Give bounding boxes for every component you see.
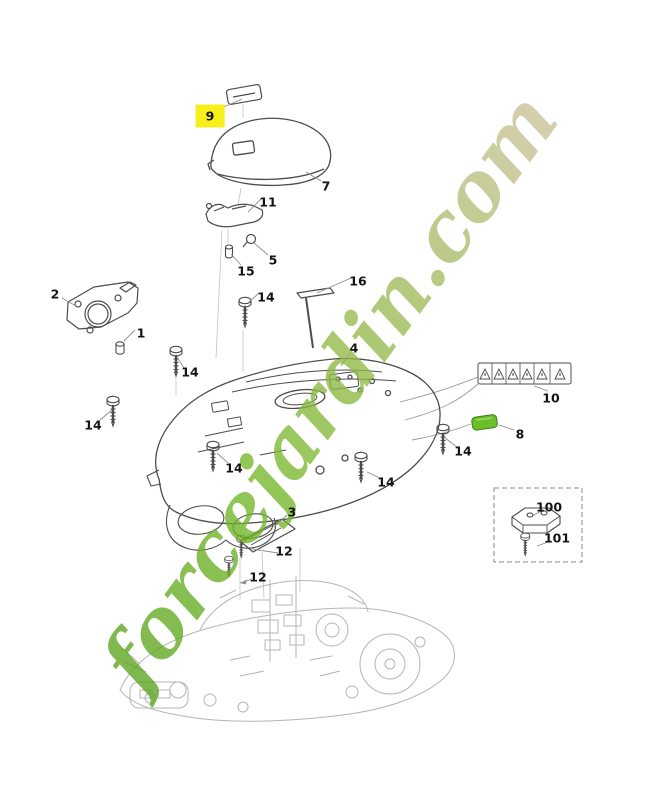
- part-16-rod-drawing: [296, 287, 335, 349]
- callout-5: 5: [268, 252, 278, 268]
- warning-pictogram-icons: [479, 367, 566, 380]
- callout-9: 9: [195, 104, 225, 128]
- callout-15: 15: [237, 263, 255, 279]
- part-5-clip-drawing: [242, 233, 257, 248]
- part-9-plate-drawing: [225, 84, 263, 105]
- callout-12-2: 12: [249, 569, 267, 585]
- callout-3: 3: [287, 504, 297, 520]
- part-3-cover-plate-drawing: [239, 518, 296, 553]
- leader-lines: [61, 98, 552, 585]
- callout-16: 16: [349, 273, 367, 289]
- callout-12-1: 12: [275, 543, 293, 559]
- callout-14-4: 14: [454, 443, 472, 459]
- callout-14-2: 14: [181, 364, 199, 380]
- part-7-hood-drawing: [207, 117, 332, 187]
- part-10-safety-label-drawing: [477, 362, 572, 385]
- callout-14-1: 14: [257, 289, 275, 305]
- callout-101: 101: [543, 530, 571, 546]
- part-lower-chassis-drawing: [119, 576, 455, 722]
- part-8-green-cap-drawing: [471, 414, 498, 431]
- part-2-bracket-drawing: [66, 281, 139, 334]
- inset-dashed-border: [493, 487, 583, 563]
- arrowhead-icon: [240, 579, 247, 585]
- callout-14-5: 14: [225, 460, 243, 476]
- inset-box-100-101: [493, 487, 583, 563]
- part-1-pin-drawing: [115, 341, 125, 355]
- part-15-pin-drawing: [224, 244, 234, 259]
- callout-14-6: 14: [377, 474, 395, 490]
- part-101-screw-drawing: [519, 532, 531, 557]
- callout-100: 100: [535, 499, 563, 515]
- part-4-main-body-drawing: [146, 357, 441, 551]
- callout-8: 8: [515, 426, 525, 442]
- assembly-guide-lines: [175, 104, 301, 600]
- callout-7: 7: [321, 178, 331, 194]
- callout-11: 11: [259, 194, 277, 210]
- long-leader-curves: [399, 376, 479, 441]
- callout-10: 10: [542, 390, 560, 406]
- callout-2: 2: [50, 286, 60, 302]
- part-100-bracket-drawing: [511, 507, 561, 534]
- callout-4: 4: [349, 340, 359, 356]
- part-11-bracket-drawing: [205, 202, 264, 228]
- callout-14-3: 14: [84, 417, 102, 433]
- callout-1: 1: [136, 325, 146, 341]
